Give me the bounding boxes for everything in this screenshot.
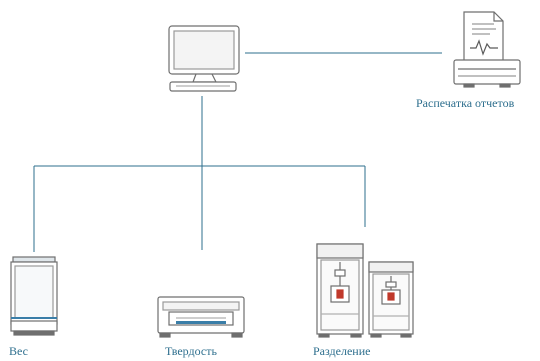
connection-lines [33,52,442,252]
separation-label: Разделение [313,344,371,358]
computer-icon [168,25,240,92]
printer-icon [453,11,521,88]
separation-instrument-icon [316,243,414,338]
scale-icon [10,256,58,336]
hardness-tester-icon [157,296,245,338]
printer-label: Распечатка отчетов [416,96,515,110]
hardness-label: Твердость [165,344,217,358]
weight-label: Вес [9,344,28,358]
